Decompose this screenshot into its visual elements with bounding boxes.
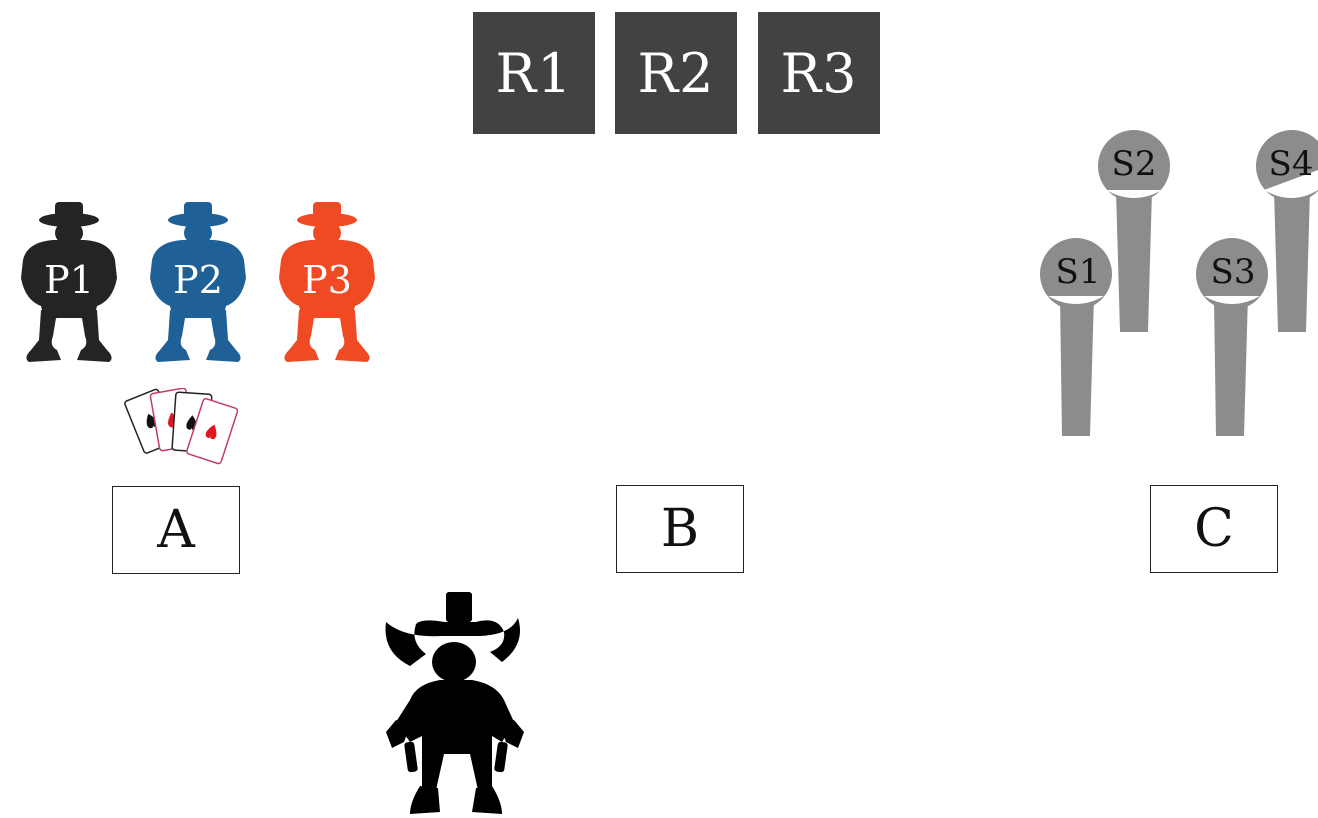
stool-icon: [1098, 130, 1170, 332]
room-label: R3: [780, 41, 858, 105]
stool-s4[interactable]: S4: [1252, 130, 1318, 332]
stool-icon: [1256, 130, 1318, 332]
stool-s2[interactable]: S2: [1094, 130, 1174, 332]
stool-label: S4: [1268, 144, 1314, 184]
stool-icon: [1196, 238, 1268, 436]
stool-icon: [1040, 238, 1112, 436]
player-label: P1: [44, 258, 94, 302]
zone-c[interactable]: C: [1150, 485, 1278, 573]
zone-label: C: [1194, 499, 1234, 559]
player-label: P2: [173, 258, 223, 302]
zone-label: A: [157, 500, 195, 560]
zone-b[interactable]: B: [616, 485, 744, 573]
playing-cards-icon[interactable]: [104, 388, 260, 474]
zone-a[interactable]: A: [112, 486, 240, 574]
cowboy-agent-icon[interactable]: [380, 592, 526, 818]
room-r2[interactable]: R2: [615, 12, 737, 134]
player-label: P3: [302, 258, 352, 302]
stool-label: S3: [1210, 252, 1256, 292]
zone-label: B: [660, 499, 700, 559]
player-p1[interactable]: P1: [9, 200, 129, 368]
player-p3[interactable]: P3: [267, 200, 387, 368]
room-label: R1: [495, 41, 573, 105]
player-p2[interactable]: P2: [138, 200, 258, 368]
stool-label: S1: [1055, 252, 1101, 292]
stool-label: S2: [1111, 144, 1157, 184]
room-label: R2: [637, 41, 715, 105]
room-r1[interactable]: R1: [473, 12, 595, 134]
stool-s1[interactable]: S1: [1038, 236, 1118, 436]
stool-s3[interactable]: S3: [1194, 236, 1272, 436]
room-r3[interactable]: R3: [758, 12, 880, 134]
